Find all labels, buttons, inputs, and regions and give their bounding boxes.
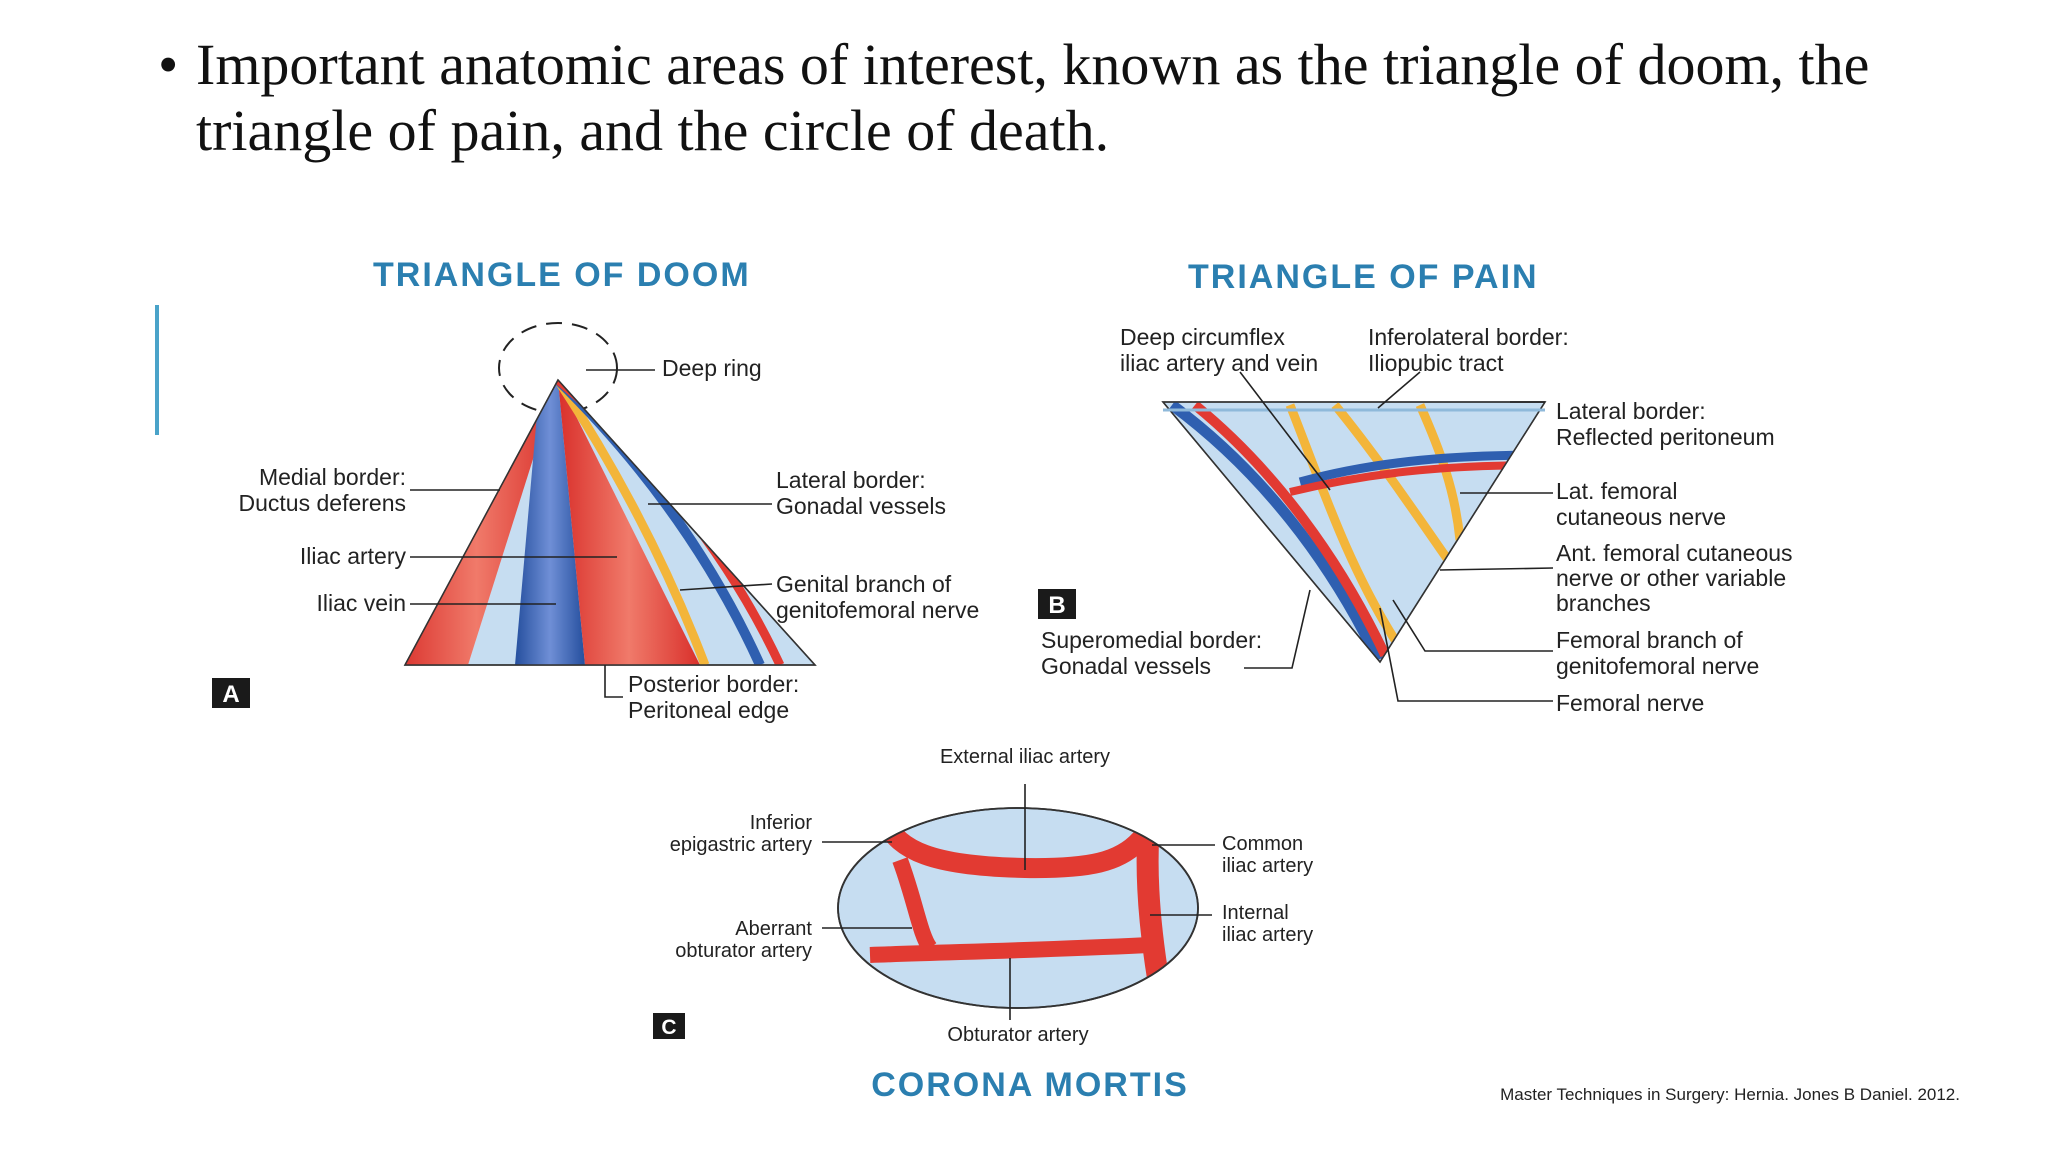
badge-c	[653, 1013, 685, 1039]
leader-genital-branch	[679, 583, 773, 591]
leader-ant-femoral	[1439, 567, 1554, 571]
iliac-vein-label: Iliac vein	[317, 590, 406, 616]
panel-corona-mortis: External iliac artery Inferior epigastri…	[653, 746, 1313, 1104]
aberrant-obturator-label-1: Aberrant	[735, 918, 812, 940]
genital-branch-label-1: Genital branch of	[776, 571, 952, 597]
common-iliac-label-1: Common	[1222, 833, 1303, 855]
posterior-border-label-1: Posterior border:	[628, 671, 799, 697]
genital-branch-label-2: genitofemoral nerve	[776, 597, 979, 623]
femoral-nerve-label: Femoral nerve	[1556, 690, 1704, 716]
common-iliac-label-2: iliac artery	[1222, 855, 1313, 877]
citation-text: Master Techniques in Surgery: Hernia. Jo…	[1500, 1085, 1960, 1104]
superomedial-label-1: Superomedial border:	[1041, 627, 1262, 653]
internal-iliac-label-2: iliac artery	[1222, 924, 1313, 946]
ant-femoral-label-3: branches	[1556, 590, 1651, 616]
deep-circumflex-label-2: iliac artery and vein	[1120, 350, 1318, 376]
bullet-text: Important anatomic areas of interest, kn…	[196, 32, 1870, 163]
leader-femoral-nerve	[1379, 607, 1553, 702]
leader-deep-circumflex	[1239, 371, 1331, 491]
iliac-artery-band	[558, 380, 700, 665]
iliac-artery-label: Iliac artery	[300, 543, 407, 569]
deep-ring-label: Deep ring	[662, 355, 762, 381]
pain-triangle-edge	[1161, 401, 1547, 664]
obturator-label: Obturator artery	[947, 1024, 1088, 1046]
doom-triangle-edge	[403, 378, 817, 666]
genital-nerve-a	[554, 380, 710, 665]
femoral-branch-label-2: genitofemoral nerve	[1556, 653, 1759, 679]
femoral-branch-label-1: Femoral branch of	[1556, 627, 1743, 653]
corona-oval-edge	[837, 807, 1199, 1009]
leader-inferolateral	[1377, 371, 1421, 409]
internal-iliac-label-1: Internal	[1222, 902, 1289, 924]
inferior-epigastric-label-1: Inferior	[750, 812, 813, 834]
badge-a-text: A	[222, 681, 239, 708]
iliac-vein-band	[515, 380, 585, 665]
bullet-item: • Important anatomic areas of interest, …	[158, 32, 1958, 164]
leader-posterior-border	[604, 665, 623, 698]
common-internal-iliac-vessel	[1136, 813, 1171, 992]
inferolateral-label-2: Iliopubic tract	[1368, 350, 1504, 376]
bullet-dot: •	[158, 32, 179, 97]
lat-femoral-label-1: Lat. femoral	[1556, 478, 1677, 504]
corona-mortis-title: CORONA MORTIS	[871, 1066, 1189, 1104]
lateral-border-label-1: Lateral border:	[776, 467, 926, 493]
posterior-border-label-2: Peritoneal edge	[628, 697, 789, 723]
accent-bar	[155, 305, 159, 435]
triangle-of-doom-title: TRIANGLE OF DOOM	[373, 256, 751, 294]
ant-femoral-nerve-b	[1331, 402, 1459, 573]
panel-triangle-of-pain: TRIANGLE OF PAIN Deep c	[1038, 258, 1793, 716]
aberrant-obturator-vessel	[892, 857, 937, 953]
femoral-branch-nerve-b	[1285, 403, 1399, 643]
badge-b-text: B	[1048, 592, 1065, 619]
ant-femoral-label-2: nerve or other variable	[1556, 565, 1786, 591]
external-iliac-label: External iliac artery	[940, 746, 1110, 768]
lateral-border-b-label-2: Reflected peritoneum	[1556, 424, 1775, 450]
badge-b	[1038, 589, 1076, 619]
lateral-border-label-2: Gonadal vessels	[776, 493, 946, 519]
superomedial-label-2: Gonadal vessels	[1041, 653, 1211, 679]
gonadal-artery-b	[1191, 402, 1390, 658]
triangle-of-pain-title: TRIANGLE OF PAIN	[1188, 258, 1539, 296]
aberrant-obturator-label-2: obturator artery	[675, 940, 812, 962]
medial-border-label-1: Medial border:	[259, 464, 406, 490]
panel-triangle-of-doom: TRIANGLE OF DOOM Deep ring Media	[212, 256, 979, 723]
leader-superomedial	[1244, 589, 1311, 669]
inferolateral-label-1: Inferolateral border:	[1368, 324, 1569, 350]
ant-femoral-label-1: Ant. femoral cutaneous	[1556, 540, 1793, 566]
lat-femoral-label-2: cutaneous nerve	[1556, 504, 1726, 530]
leader-femoral-branch	[1392, 599, 1553, 652]
inferior-epigastric-label-2: epigastric artery	[670, 834, 812, 856]
gonadal-vein-b	[1168, 402, 1383, 662]
badge-a	[212, 678, 250, 708]
badge-c-text: C	[661, 1016, 676, 1039]
medial-border-label-2: Ductus deferens	[239, 490, 406, 516]
obturator-vessel	[869, 937, 1151, 963]
lateral-border-b-label-1: Lateral border:	[1556, 398, 1706, 424]
deep-circumflex-label-1: Deep circumflex	[1120, 324, 1285, 350]
